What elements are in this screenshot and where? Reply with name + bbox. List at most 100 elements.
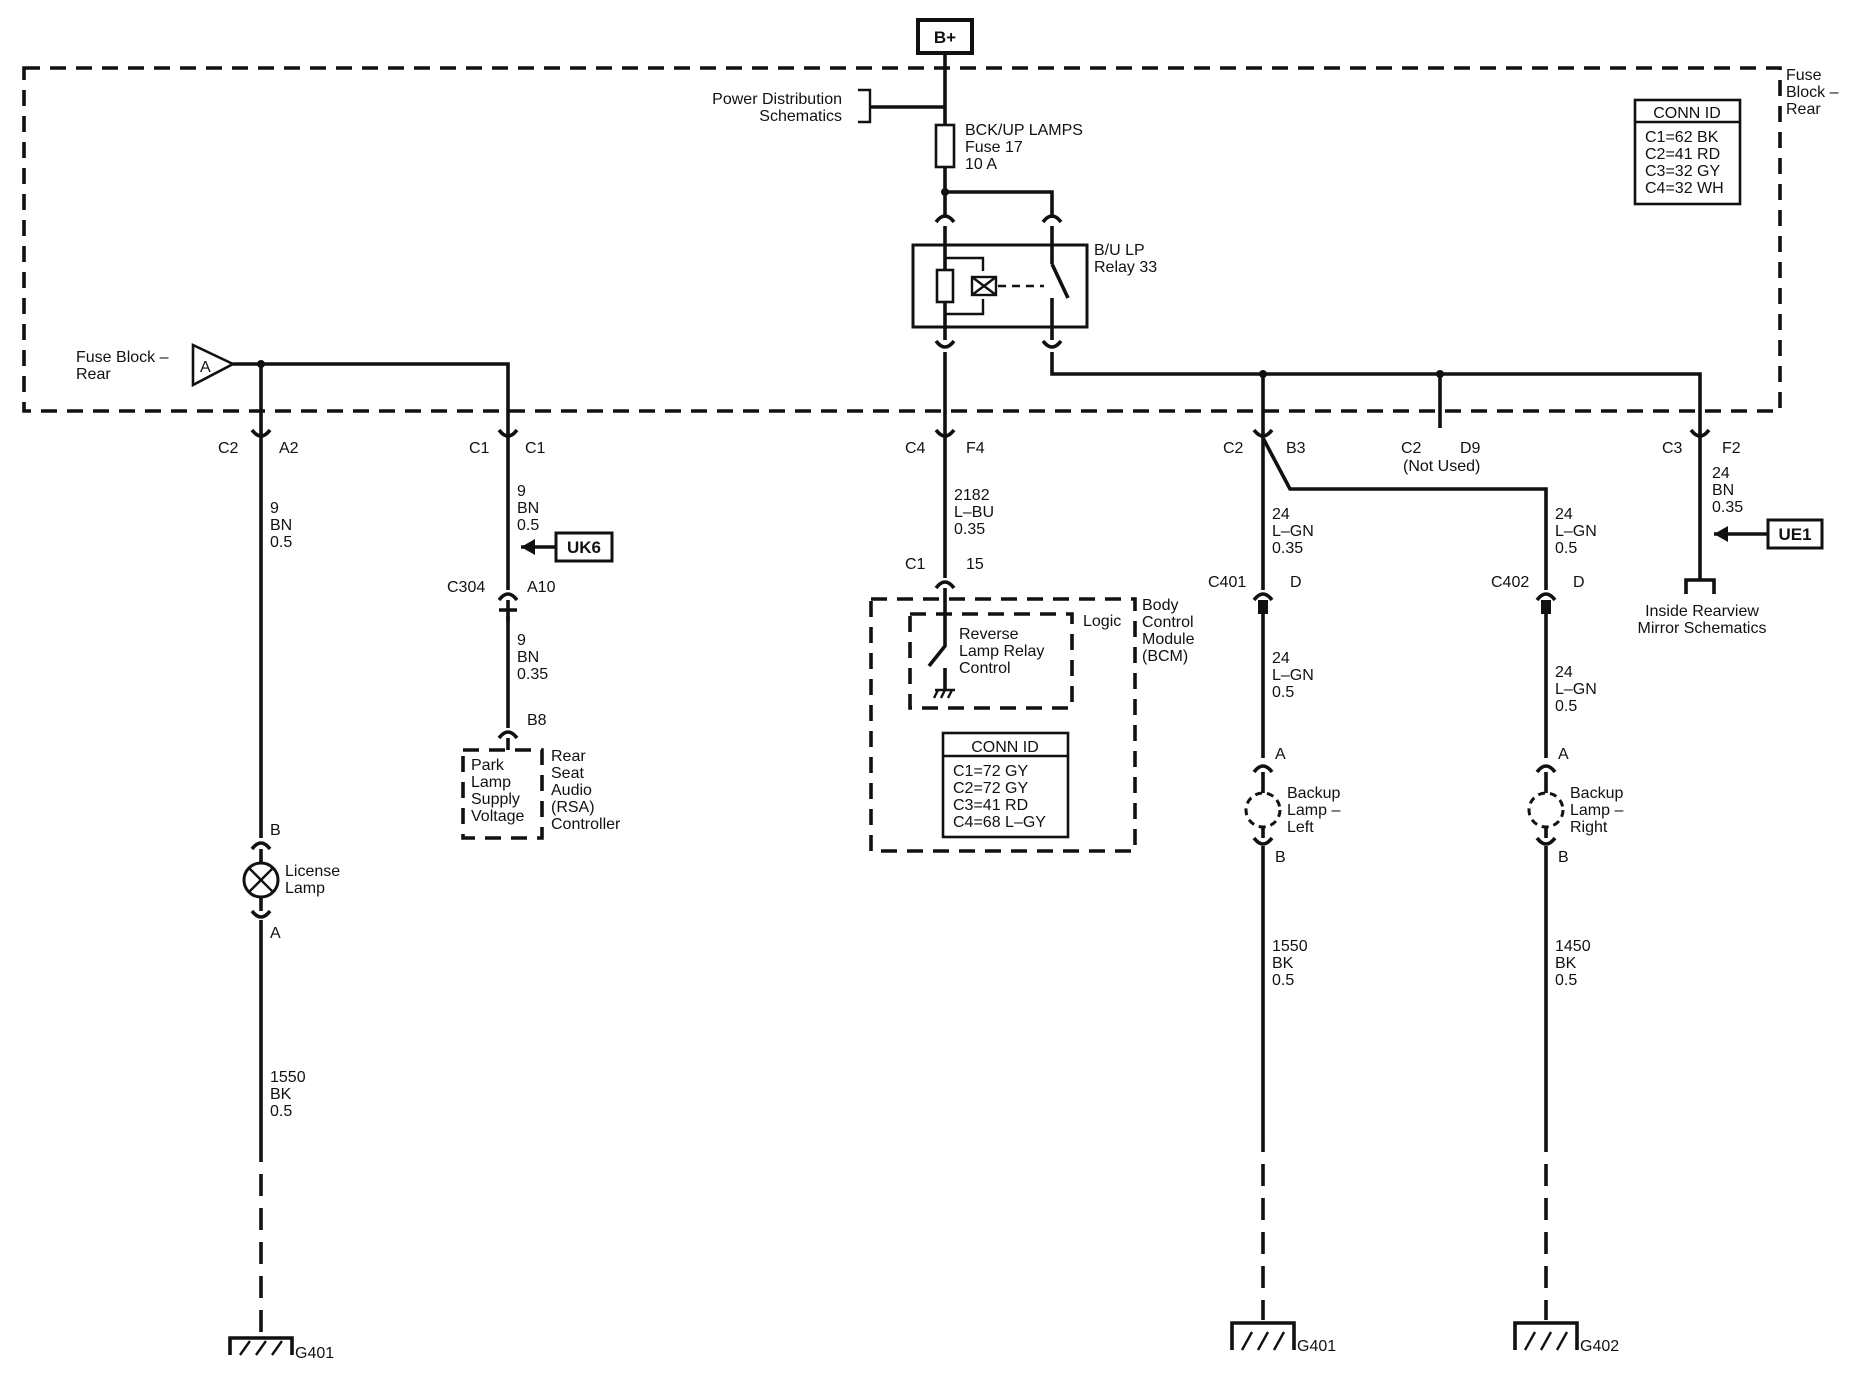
relay-connector-top-left — [934, 214, 956, 224]
fuse-block-output-connectors — [250, 428, 1711, 438]
fuse-label-2: Fuse 17 — [965, 139, 1023, 156]
ground-g402-right — [1513, 1321, 1579, 1351]
pin-c2-d9-conn: C2 — [1401, 440, 1422, 457]
wire-f2-color: BN — [1712, 482, 1734, 499]
wire-relay-output-bus — [1050, 352, 1702, 420]
ground-g401-license — [228, 1336, 294, 1356]
relay-switch-contact — [1050, 263, 1070, 340]
rsa-inner-3: Supply — [471, 791, 520, 808]
bl-right-pin-b: B — [1558, 849, 1569, 866]
mirror-reference-bracket — [1684, 578, 1716, 594]
conn-id-bcm-row-2: C2=72 GY — [953, 780, 1028, 797]
fuse-block-ref-label-2: Rear — [76, 366, 111, 383]
pin-c1-15-pin: 15 — [966, 556, 984, 573]
fuse-label-1: BCK/UP LAMPS — [965, 122, 1083, 139]
bcm-logic-ground — [932, 688, 955, 699]
c304-connector-top — [497, 592, 519, 602]
inside-mirror-label-2: Mirror Schematics — [1638, 620, 1767, 637]
ground-g402-right-label: G402 — [1580, 1338, 1619, 1355]
pin-c3-f2-pin: F2 — [1722, 440, 1741, 457]
backup-left-label-1: Backup — [1287, 785, 1340, 802]
ue1-label: UE1 — [1778, 525, 1811, 544]
backup-lamp-right-bulb — [1527, 791, 1565, 829]
relay-label-1: B/U LP — [1094, 242, 1145, 259]
fuse-block-ref-label-1: Fuse Block – — [76, 349, 169, 366]
wire-c401-circuit: 24 — [1272, 650, 1290, 667]
uk6-reference: UK6 — [521, 531, 614, 563]
wire-c1-top-color: BN — [517, 500, 539, 517]
wire-fuse-to-relay — [943, 167, 1054, 218]
pin-c3-f2-conn: C3 — [1662, 440, 1683, 457]
wire-c2-a2-color: BN — [270, 517, 292, 534]
conn-id-bcm-row-3: C3=41 RD — [953, 797, 1028, 814]
conn-id-fuse-row-4: C4=32 WH — [1645, 180, 1724, 197]
license-pin-b: B — [270, 822, 281, 839]
pin-c401-conn: C401 — [1208, 574, 1246, 591]
power-distribution-label-1: Power Distribution — [712, 91, 842, 108]
rsa-connector-b8 — [497, 730, 519, 740]
wire-right-gnd-color: BK — [1555, 955, 1577, 972]
rsa-outer-5: Controller — [551, 816, 621, 833]
pin-c304-pin: A10 — [527, 579, 556, 596]
splice-b3 — [1259, 370, 1267, 378]
ground-g401-left — [1230, 1321, 1296, 1351]
conn-id-fuse-block: CONN ID C1=62 BK C2=41 RD C3=32 GY C4=32… — [1633, 98, 1742, 206]
backup-left-label-3: Left — [1287, 819, 1314, 836]
backup-right-connector-b — [1535, 780, 1557, 846]
wire-b3-left-circuit: 24 — [1272, 506, 1290, 523]
fuse-block-ref-tag: A — [200, 359, 211, 376]
pin-c1-15-conn: C1 — [905, 556, 926, 573]
fuse-block-title-2: Block – — [1786, 84, 1839, 101]
conn-id-bcm-row-1: C1=72 GY — [953, 763, 1028, 780]
pin-c2-b3-conn: C2 — [1223, 440, 1244, 457]
fuse-block-title-3: Rear — [1786, 101, 1821, 118]
battery-label: B+ — [934, 28, 956, 47]
wire-right-gnd-circuit: 1450 — [1555, 938, 1591, 955]
wire-f2-circuit: 24 — [1712, 465, 1730, 482]
rsa-inner-box — [461, 748, 544, 840]
backup-lamp-left-bulb — [1244, 791, 1282, 829]
wire-c402-size: 0.5 — [1555, 698, 1577, 715]
wire-lic-gnd-size: 0.5 — [270, 1103, 292, 1120]
fuse-block-title-1: Fuse — [1786, 67, 1822, 84]
wire-c304-size: 0.35 — [517, 666, 548, 683]
license-lamp-label-2: Lamp — [285, 880, 325, 897]
wire-c1-top-size: 0.5 — [517, 517, 539, 534]
pin-b8: B8 — [527, 712, 547, 729]
wire-b3-left-color: L–GN — [1272, 523, 1314, 540]
wire-f4-size: 0.35 — [954, 521, 985, 538]
pin-c1-c1-pin: C1 — [525, 440, 546, 457]
license-lamp-connector-a — [250, 897, 272, 919]
wire-c2-a2-circuit: 9 — [270, 500, 279, 517]
conn-id-bcm-header: CONN ID — [971, 739, 1039, 756]
conn-id-bcm-row-4: C4=68 L–GY — [953, 814, 1046, 831]
wire-f4-color: L–BU — [954, 504, 994, 521]
conn-id-fuse-row-2: C2=41 RD — [1645, 146, 1720, 163]
relay-label-2: Relay 33 — [1094, 259, 1157, 276]
uk6-label: UK6 — [567, 538, 601, 557]
pin-c2-b3-pin: B3 — [1286, 440, 1306, 457]
conn-id-fuse-header: CONN ID — [1653, 105, 1721, 122]
license-lamp-filament — [248, 867, 274, 893]
splice-ref-a — [257, 360, 265, 368]
backup-right-connector-a — [1535, 764, 1557, 780]
relay-connector-bottom-right — [1041, 339, 1063, 349]
fuse-block-boundary — [22, 66, 1782, 413]
pin-c2-a2-conn: C2 — [218, 440, 239, 457]
wire-left-gnd-size: 0.5 — [1272, 972, 1294, 989]
bcm-control-2: Lamp Relay — [959, 643, 1044, 660]
license-pin-a: A — [270, 925, 281, 942]
splice-fuse-out — [941, 188, 949, 196]
backup-left-label-2: Lamp – — [1287, 802, 1340, 819]
wire-c401-color: L–GN — [1272, 667, 1314, 684]
pin-c1-c1-conn: C1 — [469, 440, 490, 457]
wire-b3-right-size: 0.5 — [1555, 540, 1577, 557]
pin-c2-a2-pin: A2 — [279, 440, 299, 457]
bcm-control-1: Reverse — [959, 626, 1019, 643]
rsa-outer-2: Seat — [551, 765, 584, 782]
wire-c401-size: 0.5 — [1272, 684, 1294, 701]
pin-c2-d9-pin: D9 — [1460, 440, 1481, 457]
bcm-logic-label: Logic — [1083, 613, 1121, 630]
bcm-module-4: (BCM) — [1142, 648, 1188, 665]
